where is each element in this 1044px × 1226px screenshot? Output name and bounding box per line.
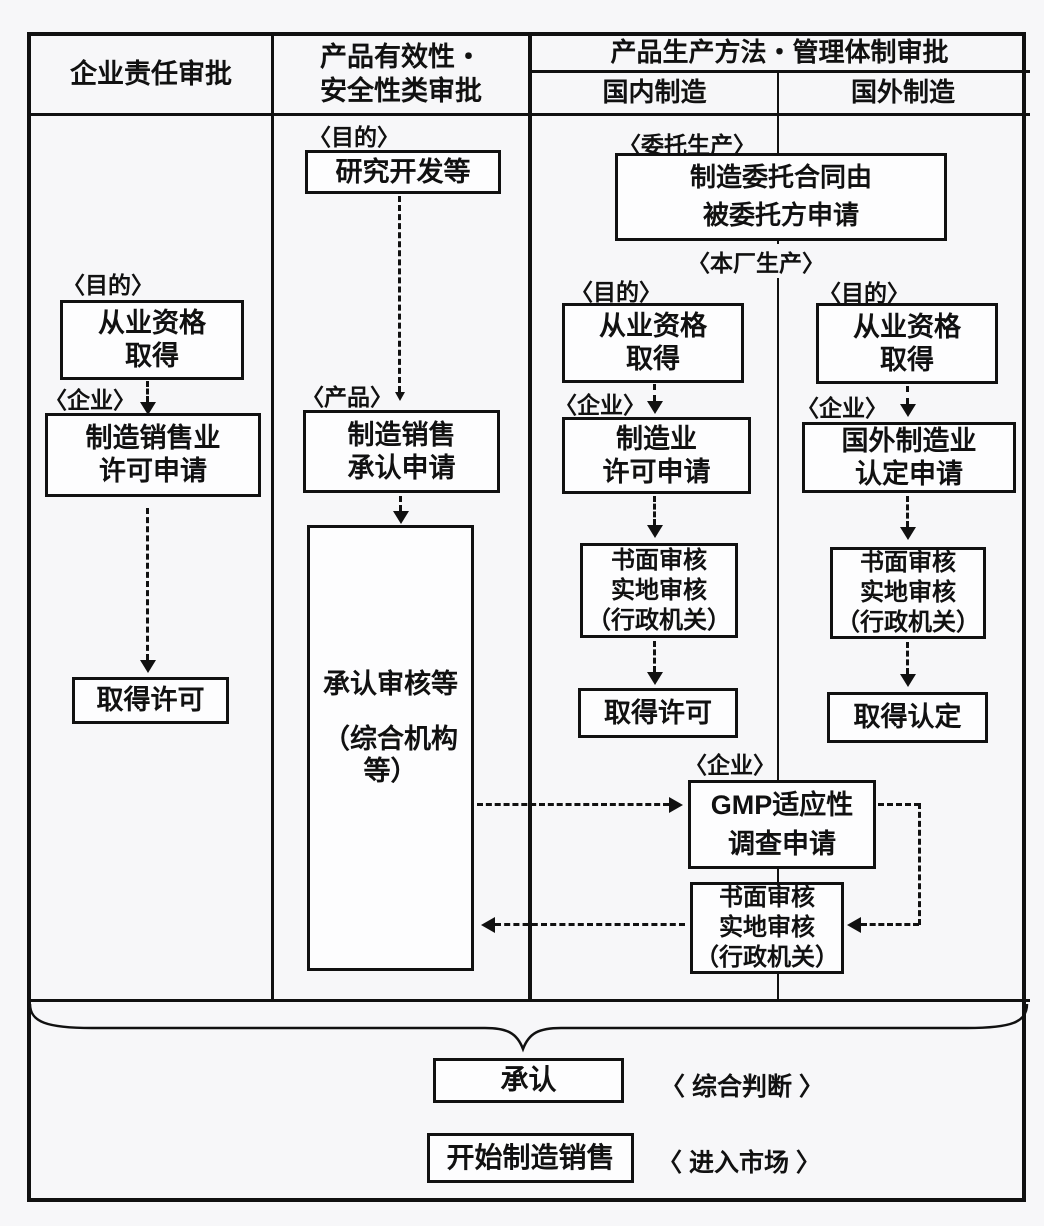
dash-gmp-right-top: [878, 803, 920, 806]
purpose-label-col3: 〈目的〉: [570, 279, 662, 305]
box-approval-review: 承认审核等 （综合机构等）: [307, 525, 474, 971]
header-col2: 产品有效性・ 安全性类审批: [274, 36, 528, 113]
box-qualification-col1: 从业资格 取得: [60, 300, 244, 380]
arrow-col4-to-obtain-accreditation: [900, 642, 916, 687]
mfr-sales-approval-line1: 制造销售: [347, 419, 456, 450]
review-line1: 书面审核: [611, 546, 707, 574]
consign-contract-line2: 被委托方申请: [702, 200, 859, 230]
box-review-col3: 书面审核 实地审核 （行政机关）: [580, 543, 738, 638]
qualification-line2: 取得: [880, 344, 934, 375]
header-col4-sub: 国外制造: [779, 72, 1027, 113]
comprehensive-judgment-label: 〈 综合判断 〉: [660, 1073, 824, 1101]
review-line2: 实地审核: [611, 576, 707, 604]
header-col3-sub: 国内制造: [532, 72, 777, 113]
box-mfr-license: 制造业 许可申请: [562, 417, 751, 494]
arrow-col4-to-review: [900, 496, 916, 540]
arrow-col3-to-obtain-license: [647, 641, 663, 685]
gmp-line1: GMP适应性: [710, 789, 854, 820]
qualification-line2: 取得: [125, 341, 179, 371]
qualification-line1: 从业资格: [853, 311, 961, 342]
approval-review-line1: 承认审核等: [323, 668, 458, 699]
consign-contract-line1: 制造委托合同由: [689, 162, 872, 193]
purpose-label-col4: 〈目的〉: [818, 280, 910, 306]
qualification-line2: 取得: [626, 344, 680, 374]
arrow-col4-to-accreditation-application: [900, 386, 916, 417]
research-label: 研究开发等: [335, 156, 471, 187]
qualification-line1: 从业资格: [98, 308, 206, 339]
review-line3: （行政机关）: [695, 944, 839, 971]
column-divider-2: [528, 32, 532, 1002]
box-consign-contract: 制造委托合同由 被委托方申请: [615, 153, 947, 241]
qualification-line1: 从业资格: [599, 311, 707, 342]
enterprise-label-col1: 〈企业〉: [44, 387, 136, 413]
subheader-line: [530, 70, 1030, 73]
market-entry-label: 〈 进入市场 〉: [657, 1149, 821, 1177]
enterprise-label-col3: 〈企业〉: [554, 392, 646, 418]
arrow-to-approval-review: [393, 496, 409, 524]
box-obtain-license-col3: 取得许可: [578, 688, 738, 738]
purpose-label-col1: 〈目的〉: [62, 272, 154, 298]
purpose-label-col2: 〈目的〉: [308, 124, 400, 150]
dash-gmp-right-vertical: [918, 803, 921, 925]
header-col4-label: 国外制造: [850, 77, 955, 108]
review-line2: 实地审核: [860, 579, 956, 606]
header-col1-label: 企业责任审批: [70, 58, 232, 89]
foreign-accreditation-line1: 国外制造业: [841, 425, 977, 456]
header-col3-label: 国内制造: [602, 77, 707, 108]
mfr-sales-license-line1: 制造销售业: [85, 423, 221, 454]
column-divider-1: [271, 32, 274, 1002]
box-mfr-sales-approval: 制造销售 承认申请: [303, 410, 500, 493]
start-mfr-sales-label: 开始制造销售: [446, 1141, 615, 1173]
approval-review-line2: （综合机构等）: [323, 723, 458, 787]
arrow-gmp-review-to-approval-review: [481, 917, 685, 933]
review-line3: （行政机关）: [836, 609, 980, 636]
box-mfr-sales-license: 制造销售业 许可申请: [45, 413, 261, 497]
arrow-col1-to-obtain-license: [140, 508, 156, 673]
arrow-col1-to-license-application: [140, 381, 156, 415]
review-line2: 实地审核: [719, 914, 815, 941]
arrow-into-gmp-review: [847, 917, 919, 933]
gmp-line2: 调查申请: [728, 828, 836, 859]
mfr-license-line2: 许可申请: [602, 456, 711, 487]
obtain-license-label: 取得许可: [604, 697, 712, 728]
header-col34: 产品生产方法・管理体制审批: [532, 33, 1027, 71]
review-line1: 书面审核: [860, 549, 956, 576]
box-foreign-mfr-accreditation: 国外制造业 认定申请: [802, 422, 1016, 493]
enterprise-label-gmp: 〈企业〉: [684, 752, 776, 778]
arrow-col3-to-review: [647, 496, 663, 538]
foreign-accreditation-line2: 认定申请: [855, 458, 963, 489]
header-col2-line1: 产品有效性・: [320, 41, 482, 72]
box-review-col4: 书面审核 实地审核 （行政机关）: [830, 547, 986, 639]
box-start-mfr-sales: 开始制造销售: [427, 1133, 634, 1183]
review-line3: （行政机关）: [587, 606, 731, 634]
box-gmp-review: 书面审核 实地审核 （行政机关）: [690, 882, 844, 974]
mfr-license-line1: 制造业: [616, 423, 697, 454]
header-col34-label: 产品生产方法・管理体制审批: [610, 36, 949, 67]
column-divider-3: [777, 70, 779, 1002]
arrow-research-to-approval-application: [395, 196, 405, 401]
box-obtain-license-col1: 取得许可: [72, 677, 229, 724]
enterprise-label-col4: 〈企业〉: [796, 395, 888, 421]
box-gmp-survey: GMP适应性 调查申请: [688, 780, 876, 869]
approval-label: 承认: [500, 1064, 557, 1096]
box-research: 研究开发等: [305, 150, 501, 194]
review-line1: 书面审核: [719, 884, 815, 911]
arrow-col3-to-license-application: [647, 384, 663, 414]
arrow-review-to-gmp: [477, 797, 683, 813]
outer-border: [27, 32, 1026, 1202]
header-col2-line2: 安全性类审批: [320, 75, 482, 106]
product-label-col2: 〈产品〉: [301, 384, 393, 410]
mfr-sales-license-line2: 许可申请: [99, 456, 207, 486]
header-col1: 企业责任审批: [31, 36, 271, 113]
mfr-sales-approval-line2: 承认申请: [347, 452, 456, 483]
obtain-license-label: 取得许可: [96, 685, 205, 716]
box-approval: 承认: [433, 1058, 624, 1103]
box-qualification-col4: 从业资格 取得: [816, 303, 998, 384]
box-qualification-col3: 从业资格 取得: [562, 303, 744, 383]
consigned-production-label: 〈委托生产〉: [618, 132, 756, 158]
brace: [28, 1003, 1029, 1053]
box-obtain-accreditation: 取得认定: [827, 692, 988, 743]
own-factory-production-label: 〈本厂生产〉: [682, 244, 830, 278]
obtain-accreditation-label: 取得认定: [853, 702, 962, 733]
